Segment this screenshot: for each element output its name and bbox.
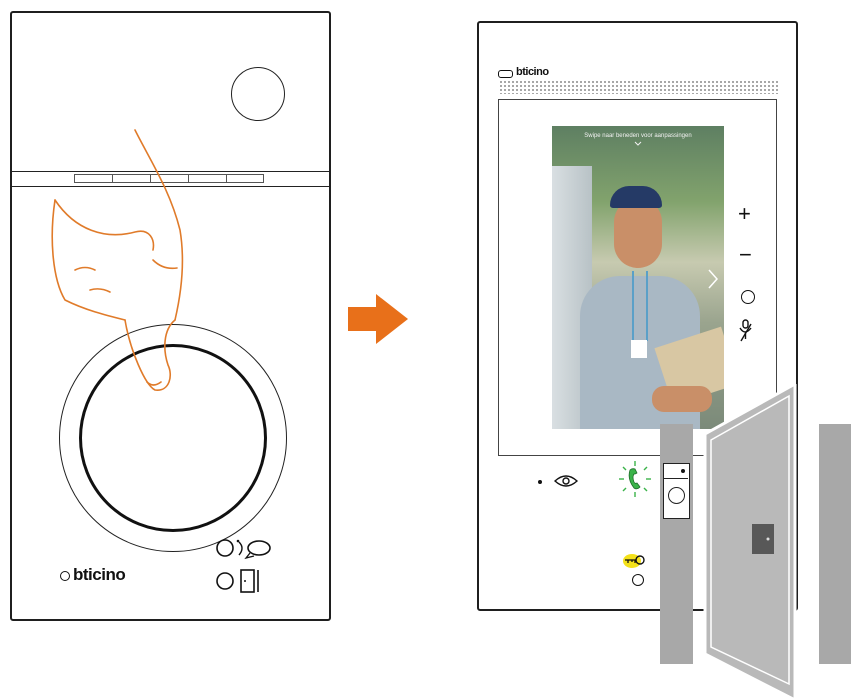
swipe-down-icon[interactable] xyxy=(634,141,642,147)
key-icon[interactable] xyxy=(622,553,648,569)
door-station-mini xyxy=(663,463,690,519)
panel-brand-dot xyxy=(60,571,70,581)
pointing-finger xyxy=(35,120,195,400)
panel-brand-logo: bticino xyxy=(73,565,125,585)
speaker-grille xyxy=(499,80,779,94)
eye-icon[interactable] xyxy=(554,473,578,489)
lock-status-led xyxy=(632,574,644,586)
door-illustration xyxy=(655,384,851,700)
call-button-icon xyxy=(215,538,275,560)
volume-down-button[interactable]: − xyxy=(739,244,752,266)
monitor-brand-logo: bticino xyxy=(516,66,549,78)
door-open-button-icon xyxy=(215,568,265,594)
swipe-hint: Swipe naar beneden voor aanpassingen xyxy=(552,133,724,139)
status-dot xyxy=(538,480,542,484)
camera-lens xyxy=(231,67,285,121)
handset-icon[interactable] xyxy=(618,460,652,498)
menu-button[interactable] xyxy=(741,290,755,304)
mic-off-icon[interactable] xyxy=(738,319,754,343)
volume-up-button[interactable]: + xyxy=(738,203,751,225)
transition-arrow xyxy=(348,294,410,344)
chevron-right-icon[interactable] xyxy=(707,268,719,290)
monitor-brand-bar xyxy=(498,70,513,78)
